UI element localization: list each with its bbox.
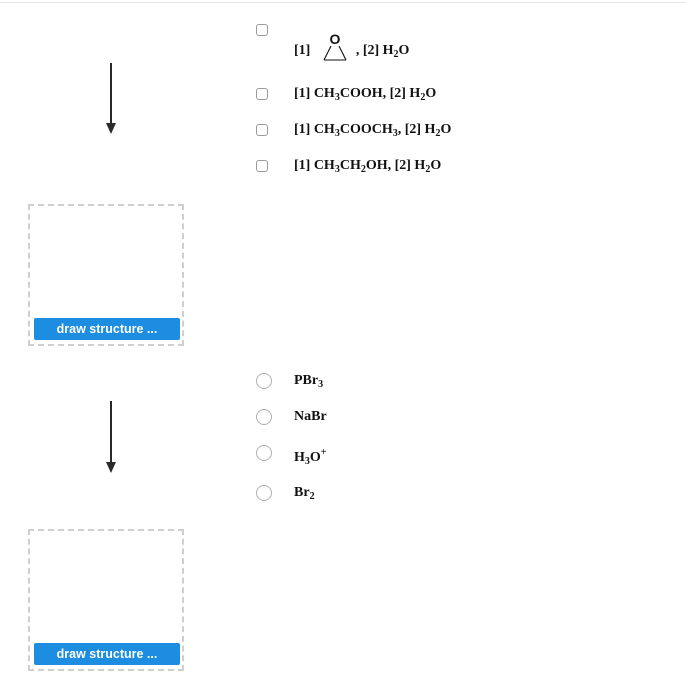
structure-drawing-area[interactable]: draw structure ... <box>28 529 184 671</box>
reaction-arrow <box>106 63 116 134</box>
option-label: [1] CH3CH2OH, [2] H2O <box>294 158 442 175</box>
checkbox[interactable] <box>256 24 268 36</box>
checkbox[interactable] <box>256 160 268 172</box>
radio-button[interactable] <box>256 485 272 501</box>
option-label: NaBr <box>294 409 327 424</box>
svg-text:O: O <box>329 33 340 47</box>
draw-structure-button[interactable]: draw structure ... <box>34 318 180 340</box>
radio-button[interactable] <box>256 445 272 461</box>
draw-structure-button[interactable]: draw structure ... <box>34 643 180 665</box>
checkbox[interactable] <box>256 88 268 100</box>
option-label: [1] CH3COOH, [2] H2O <box>294 86 437 103</box>
reaction-arrow <box>106 401 116 473</box>
top-divider <box>0 2 686 3</box>
option-acetic-acid[interactable]: [1] CH3COOH, [2] H2O <box>256 84 436 104</box>
option-methyl-acetate[interactable]: [1] CH3COOCH3, [2] H2O <box>256 120 451 140</box>
option-ethanol[interactable]: [1] CH3CH2OH, [2] H2O <box>256 156 441 176</box>
option-nabr[interactable]: NaBr <box>256 407 327 427</box>
option-h3o-plus[interactable]: H3O+ <box>256 443 326 467</box>
checkbox[interactable] <box>256 124 268 136</box>
option-pbr3[interactable]: PBr3 <box>256 371 323 391</box>
structure-drawing-area[interactable]: draw structure ... <box>28 204 184 346</box>
option-epoxide[interactable]: [1] O , [2] H2O <box>256 20 409 61</box>
option-label: PBr3 <box>294 373 324 390</box>
epoxide-structure: O <box>323 33 347 61</box>
option-label: H3O+ <box>294 447 327 467</box>
option-label: [1] CH3COOCH3, [2] H2O <box>294 122 452 139</box>
option-label: [1] O , [2] H2O <box>294 33 409 64</box>
radio-button[interactable] <box>256 373 272 389</box>
option-br2[interactable]: Br2 <box>256 483 315 503</box>
radio-button[interactable] <box>256 409 272 425</box>
option-label: Br2 <box>294 485 315 502</box>
